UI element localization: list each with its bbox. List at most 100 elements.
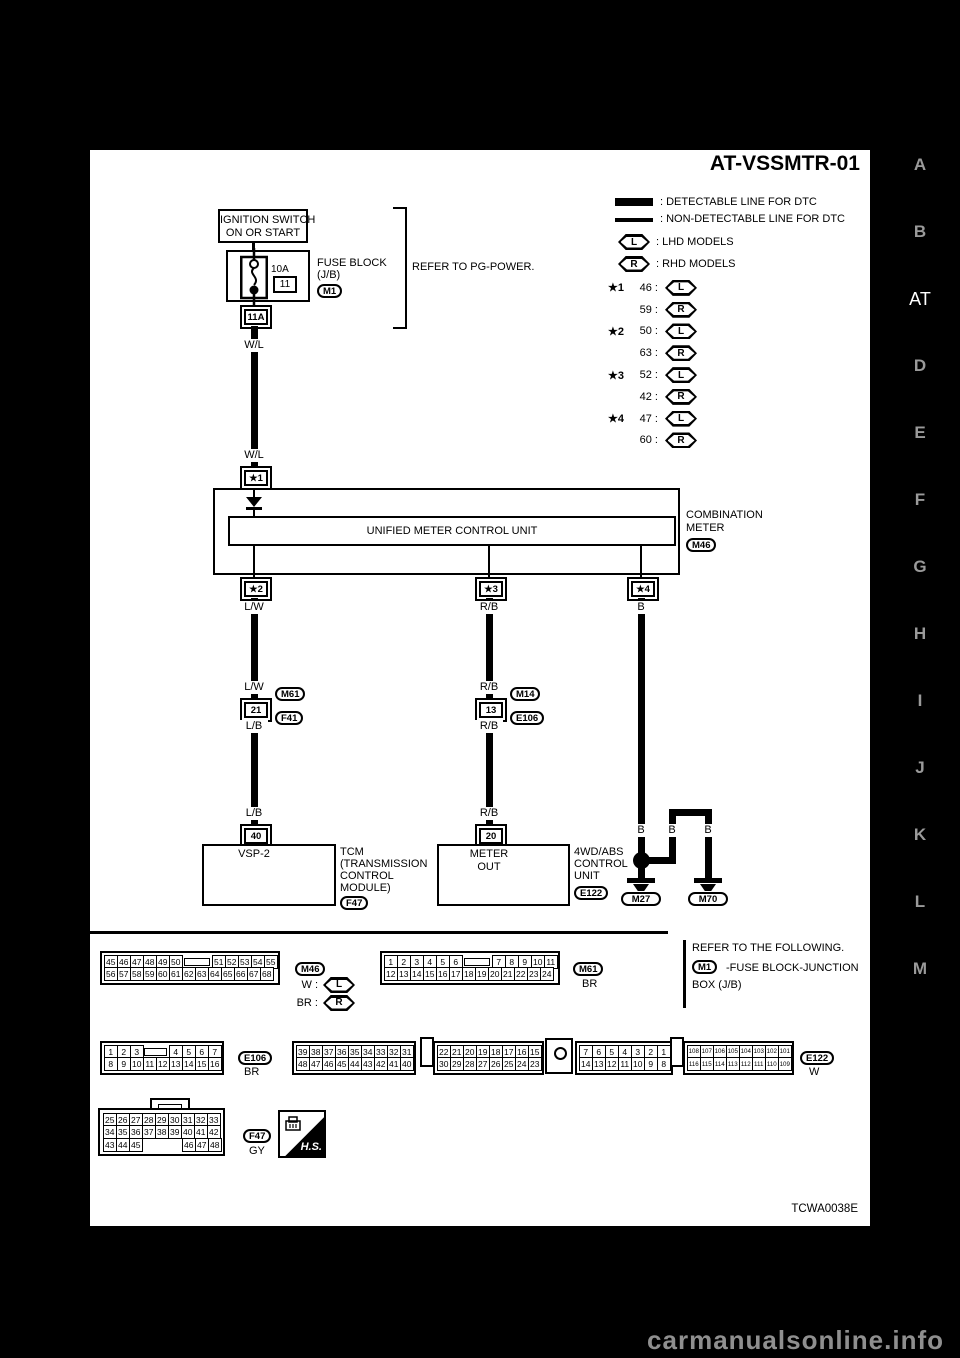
ground-icon <box>633 884 649 891</box>
wire-label-rb: R/B <box>475 720 503 733</box>
section-tab[interactable]: H <box>913 624 927 643</box>
rhd-hex-icon: R <box>618 256 650 272</box>
abs-label: 4WD/ABS <box>574 846 624 858</box>
ground-icon <box>700 884 716 891</box>
section-tab[interactable]: K <box>913 825 927 844</box>
section-tab[interactable]: M <box>912 959 928 978</box>
detectable-line-label: : DETECTABLE LINE FOR DTC <box>660 196 817 208</box>
key-slot <box>143 1045 169 1059</box>
section-tab[interactable]: D <box>913 356 927 375</box>
connector-label-e122: E122 <box>800 1051 835 1065</box>
diagram-sheet: AT-VSSMTR-01 : DETECTABLE LINE FOR DTC :… <box>90 150 870 1226</box>
fuse-block-label: FUSE BLOCK <box>317 257 387 269</box>
combination-meter-label: COMBINATION <box>686 509 763 521</box>
connector-glyph-icon <box>285 1116 301 1131</box>
lhd-label: : LHD MODELS <box>656 236 734 248</box>
combination-meter-label2: METER <box>686 522 725 534</box>
pin-cell: 57 <box>116 967 131 981</box>
model-hex-icon: R <box>323 995 355 1011</box>
detectable-line-swatch <box>615 198 653 206</box>
pin-cell: 17 <box>448 967 463 981</box>
abs-label3: UNIT <box>574 870 600 882</box>
pin-cell: 67 <box>246 967 261 981</box>
wire-label-rb: R/B <box>475 807 503 820</box>
connector-ref-f41: F41 <box>275 711 304 725</box>
wire-label-lw: L/W <box>240 681 268 694</box>
abs-unit-box <box>437 844 570 906</box>
wire-ground-bridge <box>668 808 712 816</box>
tcm-label: TCM <box>340 846 364 858</box>
connector-ref-f47: F47 <box>340 896 369 910</box>
pin-cell: 48 <box>207 1137 222 1152</box>
section-tab[interactable]: A <box>913 155 927 174</box>
connector-star2: ★2 <box>240 577 272 601</box>
connector-label-f47: F47 <box>243 1129 272 1143</box>
fuse-icon <box>240 248 268 306</box>
hs-harness-icon: H.S. <box>278 1110 326 1158</box>
wire-label-b: B <box>694 824 722 837</box>
pin-cell: 68 <box>259 967 274 981</box>
m46-color-row: W : L <box>292 977 355 993</box>
key-slot <box>182 955 212 969</box>
wire-ground-jumper <box>641 856 672 864</box>
tcm-label4: MODULE) <box>340 882 391 894</box>
non-detectable-line-label: : NON-DETECTABLE LINE FOR DTC <box>660 213 845 225</box>
header-remnant <box>125 144 136 151</box>
section-tab[interactable]: B <box>913 222 927 241</box>
section-tab[interactable]: F <box>914 490 926 509</box>
ignition-switch-box: IGNITION SWITCH ON OR START <box>218 209 315 243</box>
pin-cell: 16 <box>207 1057 222 1071</box>
connector-pin-13: 13 <box>475 698 507 722</box>
refer-following-label: REFER TO THE FOLLOWING. <box>692 942 845 954</box>
hs-label: H.S. <box>300 1141 322 1153</box>
refer-following-label3: BOX (J/B) <box>692 979 742 991</box>
unified-meter-control-unit-box: UNIFIED METER CONTROL UNIT <box>228 516 676 546</box>
model-hex-icon: R <box>665 432 697 449</box>
model-hex-icon: R <box>665 345 697 362</box>
star-pin-row: 63 :R <box>608 342 697 364</box>
footer-vertical-divider <box>683 940 686 1008</box>
abs-pin-label: METER OUT <box>469 848 509 873</box>
star-pin-row: 42 :R <box>608 386 697 408</box>
wire-label-lb: L/B <box>240 720 268 733</box>
wire-label-b: B <box>627 824 655 837</box>
wire-label-lb: L/B <box>240 807 268 820</box>
e122-color: W <box>809 1066 820 1078</box>
pin-cell: 13 <box>168 1057 183 1071</box>
connector-pin-21: 21 <box>240 698 272 722</box>
refer-pg-power-label: REFER TO PG-POWER. <box>412 261 535 273</box>
wire-label-rb: R/B <box>475 601 503 614</box>
abs-label2: CONTROL <box>574 858 628 870</box>
connector-star1: ★1 <box>240 466 272 490</box>
rhd-label: : RHD MODELS <box>656 258 736 270</box>
section-tab[interactable]: I <box>917 691 923 710</box>
section-tab[interactable]: E <box>914 423 926 442</box>
tcm-pin-label: VSP-2 <box>238 848 270 860</box>
wire-label-wl: W/L <box>240 339 268 352</box>
section-tab[interactable]: J <box>915 758 925 777</box>
connector-notch <box>142 1138 182 1152</box>
pin-cell: 113 <box>725 1057 740 1071</box>
section-tab[interactable]: G <box>913 557 927 576</box>
connector-label-m46: M46 <box>295 962 326 976</box>
meter-internal-line <box>488 546 490 577</box>
pin-cell: 23 <box>527 1057 542 1071</box>
keyhole-circle-icon <box>554 1047 567 1060</box>
section-tab[interactable]: AT <box>909 289 931 309</box>
header-remnant <box>171 146 187 150</box>
connector-ref-e106: E106 <box>510 711 545 725</box>
fuse-block-box <box>226 250 310 302</box>
section-tab[interactable]: L <box>914 892 926 911</box>
